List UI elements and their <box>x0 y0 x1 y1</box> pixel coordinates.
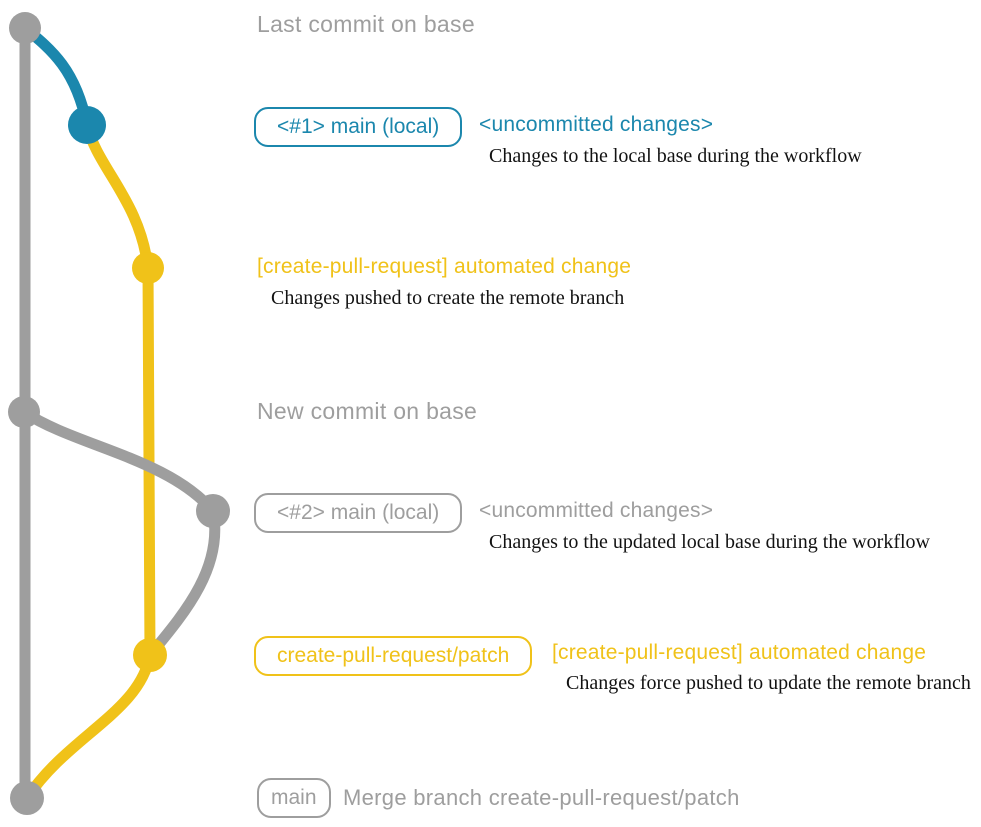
commit-node-merge <box>10 781 44 815</box>
uncommitted-changes-heading-2: <uncommitted changes> <box>479 499 714 522</box>
automated-change-heading-1: [create-pull-request] automated change <box>257 255 632 278</box>
commit-node-uncommitted-1 <box>68 106 106 144</box>
branch-badge-main-local-2: <#2> main (local) <box>254 493 463 533</box>
rebase-curve-out <box>18 406 219 517</box>
new-commit-label: New commit on base <box>257 398 478 424</box>
commit-node-last-base <box>9 12 41 44</box>
git-graph <box>8 12 230 815</box>
automated-change-heading-2: [create-pull-request] automated change <box>552 641 927 664</box>
automated-change-desc-2: Changes force pushed to update the remot… <box>566 672 971 694</box>
rebase-curve-in <box>144 505 221 661</box>
last-commit-label: Last commit on base <box>257 11 475 37</box>
uncommitted-changes-heading-1: <uncommitted changes> <box>479 113 714 136</box>
automated-change-desc-1: Changes pushed to create the remote bran… <box>271 287 625 309</box>
branch-badge-main: main <box>257 778 331 818</box>
uncommitted-changes-desc-1: Changes to the local base during the wor… <box>489 145 862 167</box>
commit-node-uncommitted-2 <box>196 494 230 528</box>
commit-node-new-base <box>8 396 40 428</box>
merge-curve <box>21 649 156 804</box>
uncommitted-changes-desc-2: Changes to the updated local base during… <box>489 531 930 553</box>
commit-node-automated-2 <box>133 638 167 672</box>
merge-commit-message: Merge branch create-pull-request/patch <box>343 785 740 810</box>
commit-node-automated-1 <box>132 252 164 284</box>
branch-badge-main-local-1: <#1> main (local) <box>254 107 463 147</box>
branch-badge-create-pull-request-patch: create-pull-request/patch <box>254 636 533 676</box>
push-curve <box>81 119 154 274</box>
